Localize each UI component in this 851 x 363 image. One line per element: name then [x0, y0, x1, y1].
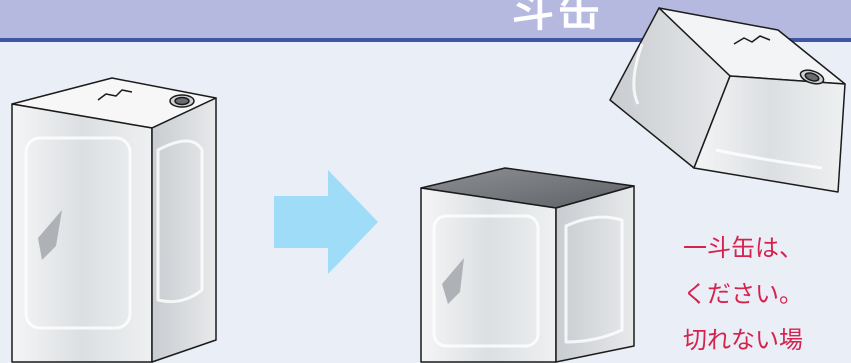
caption-line-3: 切れない場	[683, 320, 803, 355]
caption-line-2: ください。	[683, 274, 803, 309]
open-can-body-icon	[421, 168, 634, 362]
right-arrow-icon	[274, 170, 378, 274]
intact-can-icon	[12, 78, 216, 362]
cut-lid-icon	[610, 8, 845, 192]
caption-line-1: 一斗缶は、	[683, 228, 803, 263]
